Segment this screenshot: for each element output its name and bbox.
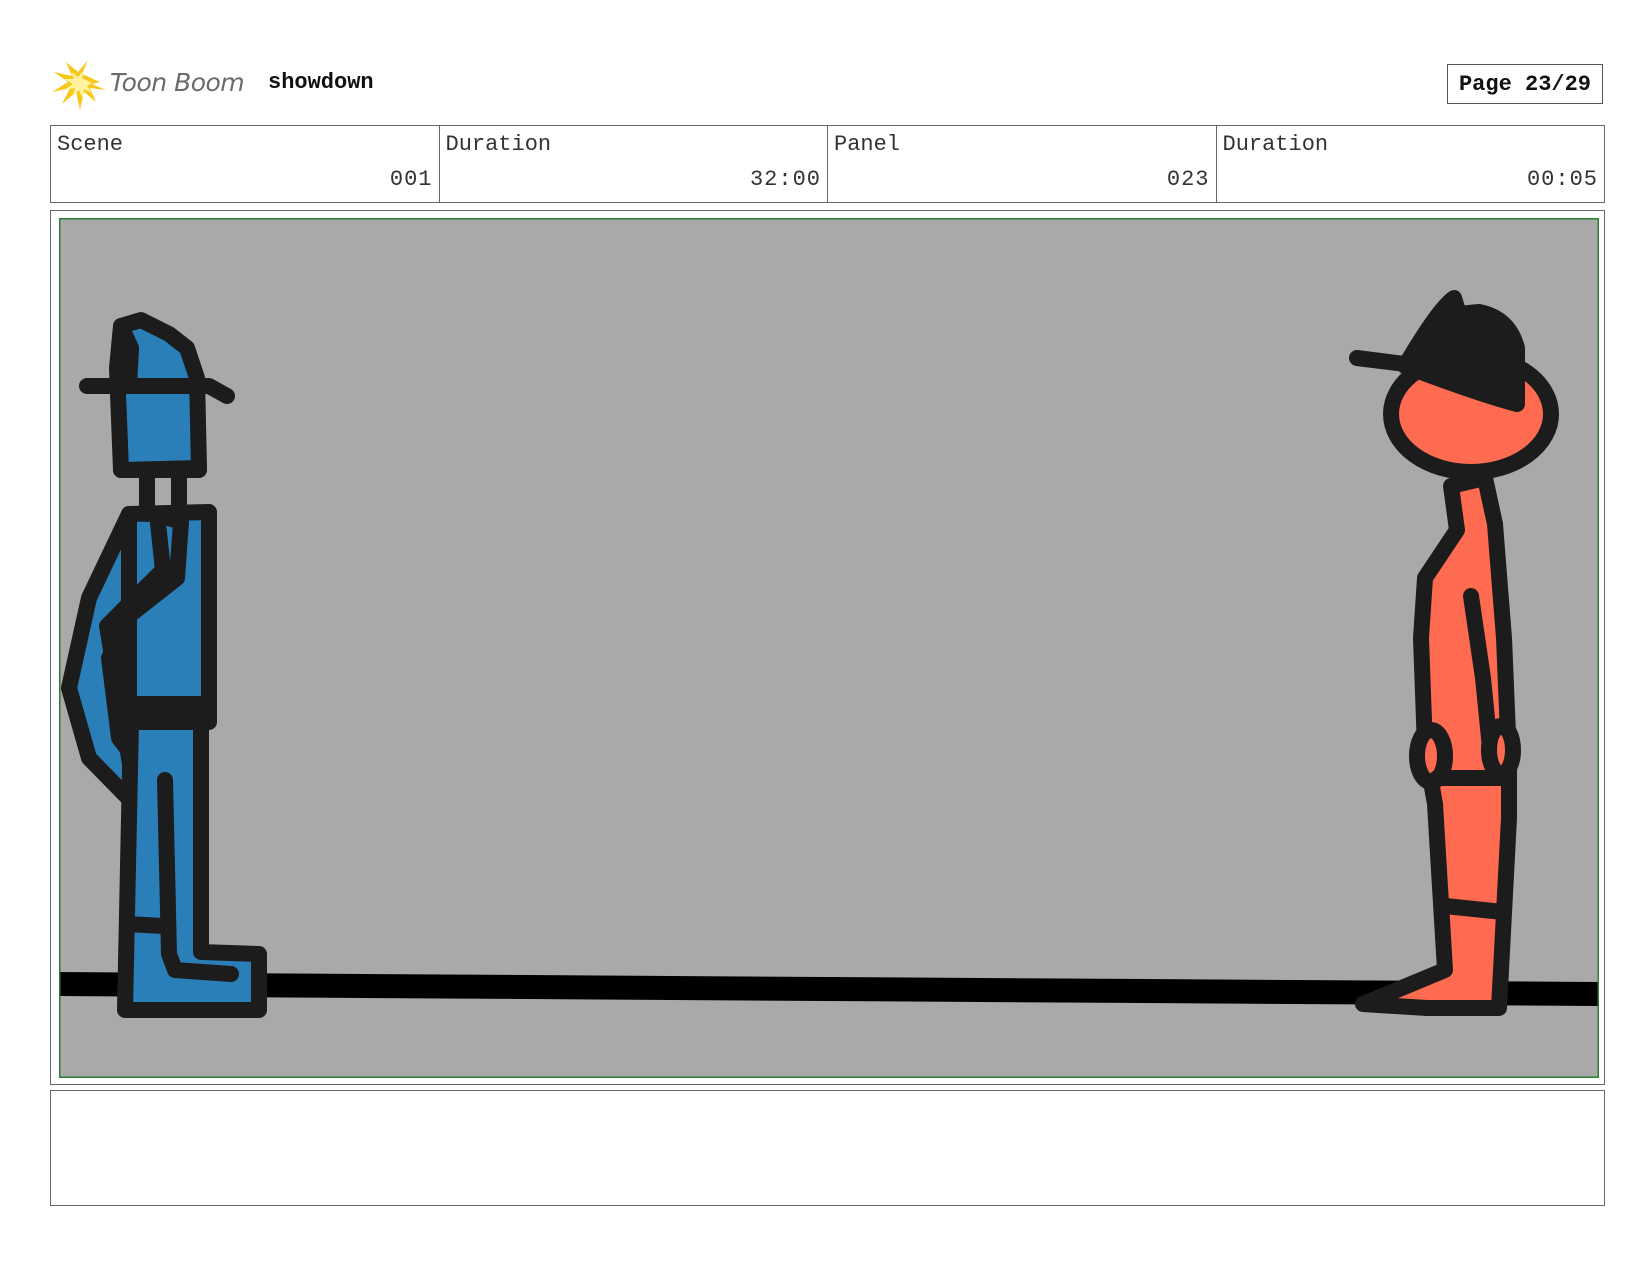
panel-artwork <box>59 218 1599 1078</box>
brand-name: Toon Boom <box>110 68 245 97</box>
right-character <box>1349 290 1559 1016</box>
panel-cell: Panel 023 <box>828 126 1217 202</box>
camera-frame <box>59 218 1599 1078</box>
right-character-hand-front <box>1481 718 1521 782</box>
ground-line <box>59 972 1599 1006</box>
panel-drawing <box>59 218 1599 1078</box>
right-character-hat-brim <box>1349 350 1413 372</box>
page-indicator: Page 23/29 <box>1447 64 1603 104</box>
panel-duration-cell: Duration 00:05 <box>1217 126 1605 202</box>
right-character-hat <box>1397 290 1525 412</box>
panel-duration-value: 00:05 <box>1526 167 1598 192</box>
panel-label: Panel <box>834 132 901 157</box>
panel-info-bar: Scene 001 Duration 32:00 Panel 023 Durat… <box>50 125 1605 203</box>
left-character <box>61 312 267 1018</box>
panel-notes[interactable] <box>50 1090 1605 1206</box>
panel-value: 023 <box>1166 167 1210 192</box>
scene-label: Scene <box>57 132 124 157</box>
scene-cell: Scene 001 <box>51 126 440 202</box>
panel-duration-label: Duration <box>1222 132 1329 157</box>
toon-boom-logo: Toon Boom <box>52 58 252 112</box>
starburst-icon <box>52 60 106 110</box>
scene-duration-label: Duration <box>445 132 552 157</box>
storyboard-panel[interactable] <box>50 210 1605 1085</box>
project-title: showdown <box>268 70 374 95</box>
scene-duration-value: 32:00 <box>749 167 821 192</box>
scene-duration-cell: Duration 32:00 <box>440 126 828 202</box>
scene-value: 001 <box>389 167 433 192</box>
